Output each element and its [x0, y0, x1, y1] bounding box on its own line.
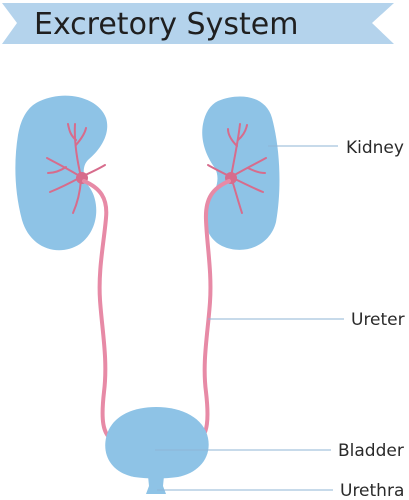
urethra-shape — [146, 476, 166, 494]
bladder-label: Bladder — [338, 441, 404, 461]
left-ureter — [82, 179, 116, 442]
urethra-label: Urethra — [340, 481, 404, 500]
leader-lines — [155, 145, 344, 491]
title-banner: Excretory System — [2, 3, 394, 44]
kidney-label: Kidney — [346, 138, 404, 158]
organ-labels: Kidney Ureter Bladder Urethra — [338, 138, 405, 500]
page-title: Excretory System — [34, 7, 298, 42]
left-kidney-shape — [15, 95, 108, 251]
right-kidney — [202, 96, 280, 250]
ureter-label: Ureter — [351, 310, 405, 330]
bladder-shape — [105, 407, 209, 479]
right-kidney-shape — [202, 96, 280, 250]
left-kidney — [15, 95, 108, 251]
ureters — [82, 179, 231, 442]
title-ribbon — [2, 3, 394, 44]
right-ureter — [196, 179, 231, 442]
